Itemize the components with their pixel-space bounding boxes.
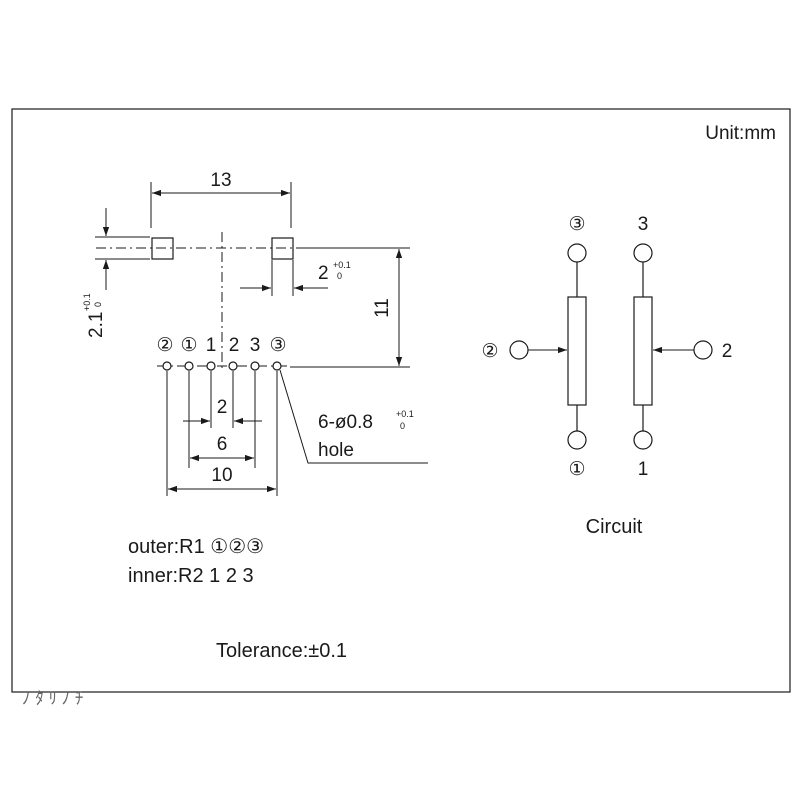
resistor-r1 — [567, 296, 587, 406]
circuit-outer-bottom-terminal — [567, 430, 587, 450]
dim-2-1-tol-upper: +0.1 — [82, 293, 92, 311]
circuit-inner-wiper-label: 2 — [722, 341, 733, 362]
pin-label-outer-1: ① — [180, 335, 197, 356]
dim-2-1-label: 2.1 — [86, 312, 107, 338]
dim-pitch-label: 2 — [217, 397, 228, 418]
circuit-label: Circuit — [586, 516, 643, 538]
circuit-inner-bottom-label: 1 — [638, 459, 649, 480]
pin-label-inner-1: 1 — [206, 335, 217, 356]
pin-label-inner-2: 2 — [229, 335, 240, 356]
pin-hole-inner-2 — [228, 361, 238, 371]
pin-label-outer-3: ③ — [269, 335, 286, 356]
dim-2-1-tol-lower: 0 — [93, 302, 103, 307]
pin-hole-outer-3 — [272, 361, 282, 371]
drawing-frame — [11, 108, 791, 693]
hole-note-prefix: 6-ø0.8 — [318, 412, 373, 433]
footer-fragment: ﾉ ﾀ ﾘ ﾉ ﾁ — [22, 689, 83, 708]
circuit-outer-top-terminal — [567, 243, 587, 263]
tolerance-note: Tolerance:±0.1 — [216, 640, 347, 662]
dim-10-label: 10 — [211, 465, 232, 486]
resistor-r2 — [633, 296, 653, 406]
dim-13-label: 13 — [210, 170, 231, 191]
dim-11-label: 11 — [372, 298, 393, 318]
hole-note-tol-upper: +0.1 — [396, 409, 414, 419]
hole-note-tol-lower: 0 — [400, 421, 405, 431]
unit-label: Unit:mm — [705, 123, 776, 144]
circuit-outer-bottom-label: ① — [568, 459, 585, 480]
pin-label-outer-2: ② — [156, 335, 173, 356]
dim-6-label: 6 — [217, 434, 228, 455]
pin-hole-outer-2 — [162, 361, 172, 371]
circuit-inner-bottom-terminal — [633, 430, 653, 450]
dim-pad-tol-upper: +0.1 — [333, 260, 351, 270]
circuit-inner-wiper-terminal — [693, 340, 713, 360]
dim-pad-tol-lower: 0 — [337, 271, 342, 281]
legend-inner: inner:R2 1 2 3 — [128, 565, 254, 587]
mounting-pad-left — [151, 237, 174, 260]
circuit-inner-top-label: 3 — [638, 214, 649, 235]
pin-hole-inner-1 — [206, 361, 216, 371]
hole-leader-line — [279, 369, 428, 464]
circuit-diagram: ③ ① ② 3 1 2 Circuit — [481, 214, 732, 538]
mounting-pad-right — [271, 237, 294, 260]
legend-outer: outer:R1 ①②③ — [128, 536, 264, 558]
dim-2-1-label-group: 2.1 +0.1 0 — [82, 293, 107, 338]
pin-hole-outer-1 — [184, 361, 194, 371]
dim-pad-label: 2 — [318, 263, 329, 284]
pin-hole-inner-3 — [250, 361, 260, 371]
footprint-view: 13 2.1 +0.1 0 2 +0.1 0 11 — [82, 170, 428, 496]
pin-label-inner-3: 3 — [250, 335, 261, 356]
circuit-inner-top-terminal — [633, 243, 653, 263]
circuit-outer-wiper-label: ② — [481, 341, 498, 362]
circuit-outer-wiper-terminal — [509, 340, 529, 360]
hole-note-word: hole — [318, 440, 354, 461]
circuit-outer-top-label: ③ — [568, 214, 585, 235]
